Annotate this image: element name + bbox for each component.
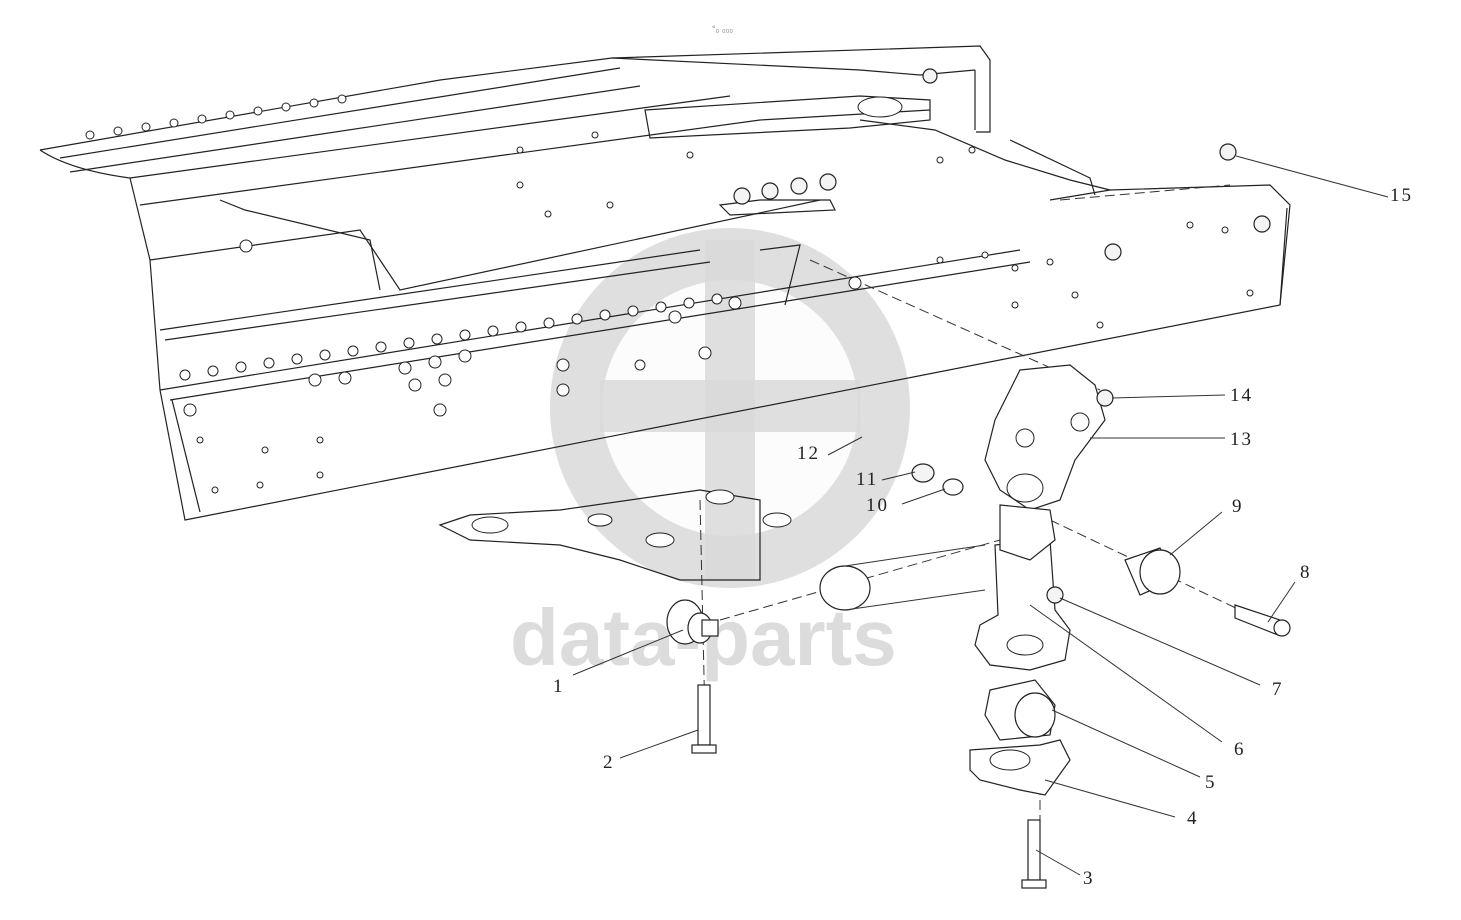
mount-plate bbox=[438, 489, 792, 581]
callout-13: 13 bbox=[1230, 429, 1253, 450]
part-bracket-13 bbox=[984, 364, 1106, 561]
callout-2: 2 bbox=[603, 752, 615, 773]
part-pin-8 bbox=[1234, 604, 1291, 637]
part-bolt-2 bbox=[691, 684, 717, 754]
watermark: data-parts bbox=[510, 228, 910, 682]
crossmember-nuts bbox=[733, 68, 1271, 261]
callout-10: 10 bbox=[866, 495, 889, 516]
callout-4: 4 bbox=[1187, 808, 1199, 829]
part-washer-10 bbox=[942, 478, 964, 496]
part-sleeve-5 bbox=[984, 679, 1056, 741]
callout-5: 5 bbox=[1205, 772, 1217, 793]
header-mark: °₀ ₀₀₀ bbox=[712, 24, 733, 34]
part-bolt-3 bbox=[1021, 819, 1047, 889]
callout-9: 9 bbox=[1232, 496, 1244, 517]
part-nut-15 bbox=[1219, 143, 1237, 161]
leader-lines bbox=[572, 155, 1389, 876]
part-nut-14 bbox=[1096, 389, 1114, 407]
callouts: 1 2 3 4 5 6 7 8 9 10 11 12 13 14 15 bbox=[553, 185, 1413, 889]
part-clamp-4 bbox=[969, 739, 1071, 796]
callout-6: 6 bbox=[1234, 739, 1246, 760]
callout-14: 14 bbox=[1230, 385, 1253, 406]
callout-3: 3 bbox=[1083, 868, 1095, 889]
part-nut-11 bbox=[911, 463, 935, 483]
part-barrel bbox=[819, 544, 986, 611]
part-nut-7 bbox=[1046, 586, 1064, 604]
callout-8: 8 bbox=[1300, 562, 1312, 583]
callout-7: 7 bbox=[1272, 679, 1284, 700]
chassis-frame bbox=[39, 45, 1291, 830]
part-bushing-9 bbox=[1124, 547, 1181, 596]
part-bracket-6 bbox=[974, 539, 1071, 671]
callout-11: 11 bbox=[856, 469, 878, 490]
callout-12: 12 bbox=[797, 443, 820, 464]
callout-15: 15 bbox=[1390, 185, 1413, 206]
callout-1: 1 bbox=[553, 676, 565, 697]
plate-holes bbox=[85, 94, 1254, 494]
